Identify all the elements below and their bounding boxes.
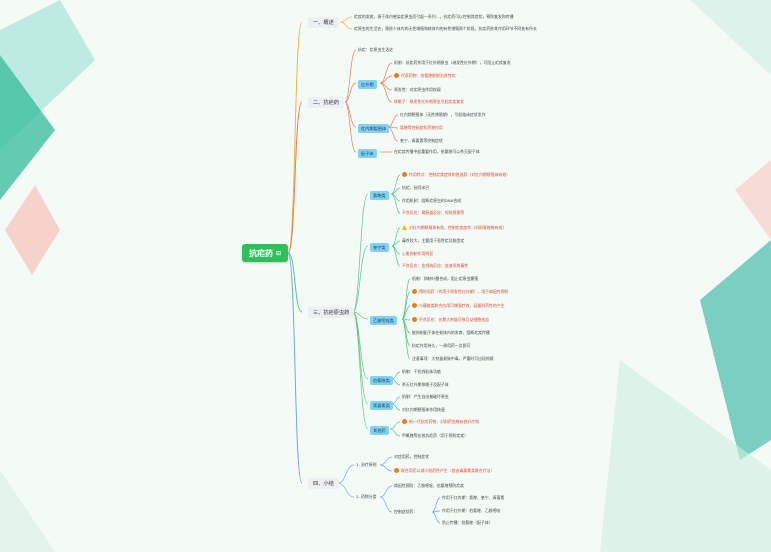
star-icon [402, 419, 407, 424]
group-erythrocytic-schizont[interactable]: 红内期裂殖体 [358, 124, 390, 133]
node-item: 原发性：对疟原虫作用较弱 [394, 87, 441, 92]
node-item: 毒性较大，主要用于恶性疟及脑型疟 [402, 238, 465, 243]
node-item: 作用特点：控制疟疾症状的首选药（对红内期裂殖体有效） [402, 172, 510, 178]
node-item: 与磺胺类联合应用可增强疗效，延缓耐药性的产生 [412, 303, 505, 309]
group-gametocyte[interactable]: 配子体 [358, 149, 377, 158]
node-item: 对红内期裂殖体有效，控制疟疾症状（对耐氯喹株有效） [402, 225, 506, 231]
node-item: 能抑制配子体在蚊体内的发育，阻断疟疾传播 [412, 330, 490, 335]
group-exoerythrocytic[interactable]: 红外期 [358, 80, 377, 89]
group-artemisinin[interactable]: 青蒿素类 [370, 401, 393, 410]
overview-item: 疟疾的发病，源于体内感染疟原虫而引起一系列…，抗疟药可以控制其症状，预防复发和传… [354, 14, 514, 19]
overview-item: 疟原虫的生活史，需经人体内的无性增殖和蚊体内的有性增殖两个阶段，抗疟药依其作用环… [354, 26, 537, 31]
warning-icon [402, 225, 407, 230]
root-topic[interactable]: 抗疟药 ⊟ [242, 244, 288, 262]
node-item: 甲氟喹等长效抗疟药（用于预防疟疾） [402, 433, 469, 438]
group-primaquine[interactable]: 伯氨喹类 [370, 376, 393, 385]
node-item: 奎宁、青蒿素等控制症状 [400, 138, 443, 143]
group-pyrimethamine[interactable]: 乙胺嘧啶类 [370, 316, 397, 325]
sec2-intro: 抗疟：疟原虫生活史 [358, 47, 394, 52]
node-item: 不良反应：金鸡纳反应、血液系统毒性 [402, 263, 469, 268]
summary-sub-label[interactable]: 2. 药物分类 [356, 494, 377, 499]
section-overview[interactable]: 一、概述 [308, 17, 339, 28]
section-summary[interactable]: 四、小结 [308, 478, 339, 489]
node-item: 注意事项：大剂量易致中毒，严重时可出现惊厥 [412, 356, 494, 361]
node-item: 在疟疾传播中起重要作用，伯氨喹可以杀灭配子体 [394, 149, 480, 154]
node-item: 抗疟作用持久，一周用药一次即可 [412, 343, 471, 348]
node-item: 不良反应：胃肠道反应、视觉损害等 [402, 210, 465, 215]
node-item: 作用机制：阻断疟原虫的DNA合成 [402, 198, 462, 203]
node-item: 对症用药，控制症状 [394, 454, 430, 459]
section-antimalarial[interactable]: 二、抗疟药 [308, 97, 344, 108]
node-item: 防止传播：伯氨喹（配子体） [442, 520, 493, 525]
node-item: 新一代抗疟药物，对耐药虫株有良好疗效 [402, 419, 479, 425]
root-label: 抗疟药 [248, 248, 273, 258]
collapse-icon[interactable]: ⊟ [275, 249, 282, 257]
node-item: 氯喹等控制症状药物作用 [400, 125, 443, 130]
node-item: 杀灭红外期休眠子及配子体 [402, 382, 449, 387]
node-item: 不良反应：长期大剂量可致巨幼细胞贫血 [412, 317, 489, 323]
section-antiplasmodial[interactable]: 三、抗疟原虫药 [308, 307, 355, 318]
node-item: 联合用药以减少耐药性产生（首选青蒿素类联合疗法） [394, 468, 494, 474]
node-item: 作用于红内期：氯喹、奎宁、青蒿素 [442, 495, 505, 500]
star-icon [394, 73, 399, 78]
star-icon [394, 468, 399, 473]
node-item: 休眠子：继发性红外期原虫引起疟疾复发 [394, 99, 465, 104]
node-item: 机制：抑制叶酸合成，阻止疟原虫繁殖 [412, 276, 479, 281]
node-item: 机制：产生自由基破坏原虫 [402, 394, 449, 399]
star-icon [412, 289, 417, 294]
node-item: 对红内期裂殖体作用快速 [402, 407, 445, 412]
node-item: 代表药物：伯氨喹能根治良性疟 [394, 73, 455, 79]
star-icon [402, 172, 407, 177]
node-item: 机制：干扰线粒体功能 [402, 369, 441, 374]
node-item: 心脏抑制作用明显 [402, 251, 434, 256]
summary-sub-label[interactable]: 1. 治疗原则 [356, 462, 377, 467]
node-item: 抗疟、抗阿米巴 [402, 185, 430, 190]
group-quinine[interactable]: 奎宁类 [370, 243, 389, 252]
node-item: 预防用药（作用于原发性红外期），用于病因性预防 [412, 289, 508, 295]
star-icon [412, 303, 417, 308]
node-item: 作用于红外期：伯氨喹、乙胺嘧啶 [442, 508, 501, 513]
node-item: 病因性预防：乙胺嘧啶、伯氨喹预防疟疾 [394, 483, 465, 488]
group-chloroquine[interactable]: 氯喹类 [370, 191, 389, 200]
group-other[interactable]: 其他药 [370, 426, 389, 435]
node-item: 红内期裂殖体（无性增殖期），引起临床症状发作 [400, 112, 486, 117]
node-item: 机制：抗疟药作用于红外期原虫（继发性红外期），可阻止疟疾复发 [394, 60, 511, 65]
node-item: 控制症状药： [394, 509, 418, 514]
star-icon [412, 317, 417, 322]
